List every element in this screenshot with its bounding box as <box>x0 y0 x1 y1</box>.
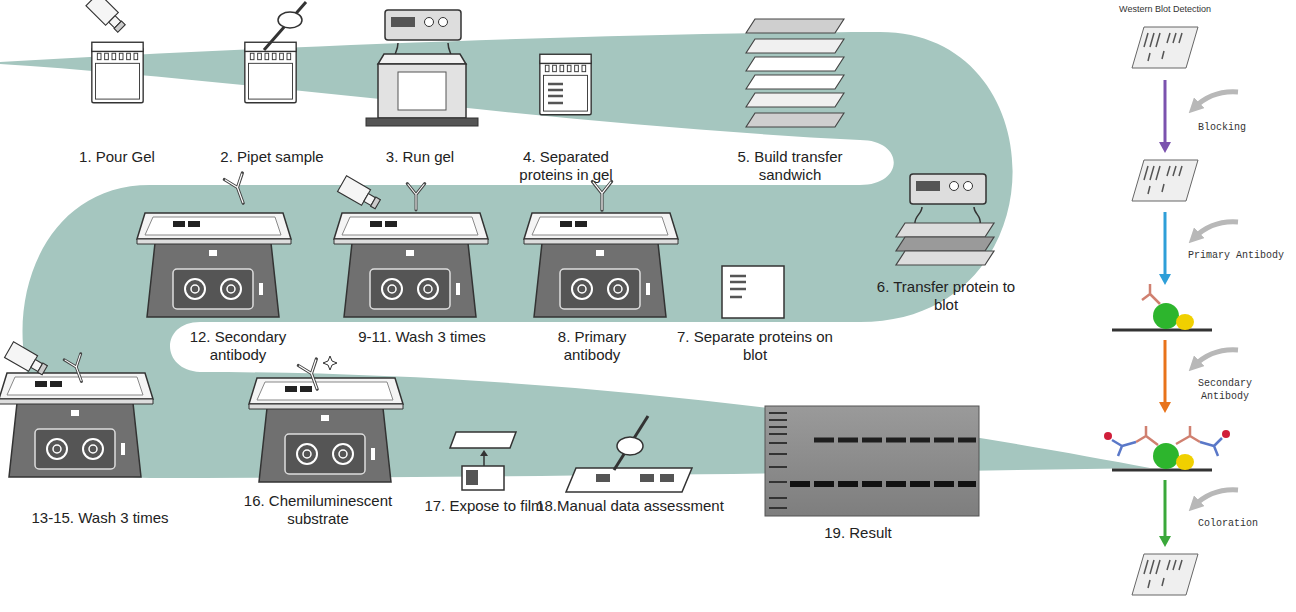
label-text: 18.Manual data assessment <box>536 497 724 515</box>
label-text: 12. Secondary antibody <box>181 328 296 364</box>
step-label: 5. Build transfer sandwich <box>725 148 855 184</box>
label-text: Blocking <box>1198 122 1246 135</box>
label-text: 16. Chemiluminescent substrate <box>236 492 401 528</box>
membrane-icon <box>1132 160 1198 201</box>
antibody-icon <box>298 359 326 393</box>
panel-title: Western Blot Detection <box>1090 4 1240 15</box>
step-label: 9-11. Wash 3 times <box>337 328 507 346</box>
label-text: 9-11. Wash 3 times <box>358 328 486 346</box>
antibody-icon <box>407 184 425 210</box>
label-text: 1. Pour Gel <box>79 148 155 166</box>
label-text: Primary Antibody <box>1188 250 1284 263</box>
step-label: 16. Chemiluminescent substrate <box>236 492 401 528</box>
shaker-icon <box>249 378 403 482</box>
film-icon <box>450 432 516 490</box>
stage-label: Coloration <box>1193 518 1263 531</box>
label-text: Secondary Antibody <box>1193 378 1257 403</box>
step-label: 19. Result <box>798 524 918 542</box>
separated-gel-icon <box>540 54 591 115</box>
stage-label: Primary Antibody <box>1184 250 1288 263</box>
transfer-sandwich-icon <box>746 19 844 127</box>
label-text: 3. Run gel <box>386 148 454 166</box>
primary-binding-figure <box>1112 284 1212 330</box>
flow-arrow <box>1159 80 1171 153</box>
label-text: Coloration <box>1198 518 1258 531</box>
shaker-icon <box>0 373 153 477</box>
panel-title-text: Western Blot Detection <box>1119 4 1211 15</box>
wash-bottle-icon <box>5 342 50 378</box>
shaker-icon <box>137 213 291 317</box>
label-text: 8. Primary antibody <box>547 328 637 364</box>
secondary-binding-figure <box>1104 426 1230 470</box>
stage-label: Secondary Antibody <box>1193 378 1257 403</box>
label-text: 2. Pipet sample <box>220 148 323 166</box>
label-text: 5. Build transfer sandwich <box>725 148 855 184</box>
step-label: 3. Run gel <box>340 148 500 166</box>
step-label: 18.Manual data assessment <box>525 497 735 515</box>
flow-arrow <box>1159 480 1171 547</box>
step-arrow <box>1194 490 1238 506</box>
membrane-icon <box>1132 27 1198 68</box>
label-text: 13-15. Wash 3 times <box>32 509 169 527</box>
label-text: 7. Separate proteins on blot <box>675 328 835 364</box>
step-arrow <box>1194 92 1238 108</box>
flow-arrow <box>1159 340 1171 413</box>
step-label: 8. Primary antibody <box>547 328 637 364</box>
step-arrow <box>1194 350 1238 366</box>
step-label: 4. Separated proteins in gel <box>506 148 626 184</box>
antibody-icon <box>64 354 90 385</box>
pipet-icon <box>245 2 306 103</box>
step-label: 7. Separate proteins on blot <box>675 328 835 364</box>
membrane-icon <box>1132 554 1198 595</box>
label-text: 19. Result <box>824 524 892 542</box>
spark-symbol <box>323 356 337 370</box>
step-label: 2. Pipet sample <box>192 148 352 166</box>
label-text: 6. Transfer protein to blot <box>871 278 1021 314</box>
assessment-icon <box>566 416 692 492</box>
shaker-icon <box>524 213 678 317</box>
pour-gel-icon <box>86 0 143 103</box>
shaker-icon <box>334 213 488 317</box>
wash-bottle-icon <box>338 176 383 212</box>
step-label: 1. Pour Gel <box>37 148 197 166</box>
step-arrow <box>1194 222 1238 238</box>
antibody-icon <box>592 181 611 210</box>
stage-label: Blocking <box>1187 122 1257 135</box>
result-blot <box>765 406 979 516</box>
flow-arrow <box>1159 212 1171 285</box>
antibody-icon <box>224 173 252 207</box>
electrophoresis-icon <box>366 10 478 126</box>
label-text: 17. Expose to film <box>424 497 543 515</box>
step-label: 13-15. Wash 3 times <box>10 509 190 527</box>
transfer-apparatus-icon <box>896 174 994 265</box>
label-text: 4. Separated proteins in gel <box>506 148 626 184</box>
step-label: 6. Transfer protein to blot <box>871 278 1021 314</box>
step-label: 12. Secondary antibody <box>181 328 296 364</box>
blot-membrane-icon <box>722 266 784 318</box>
